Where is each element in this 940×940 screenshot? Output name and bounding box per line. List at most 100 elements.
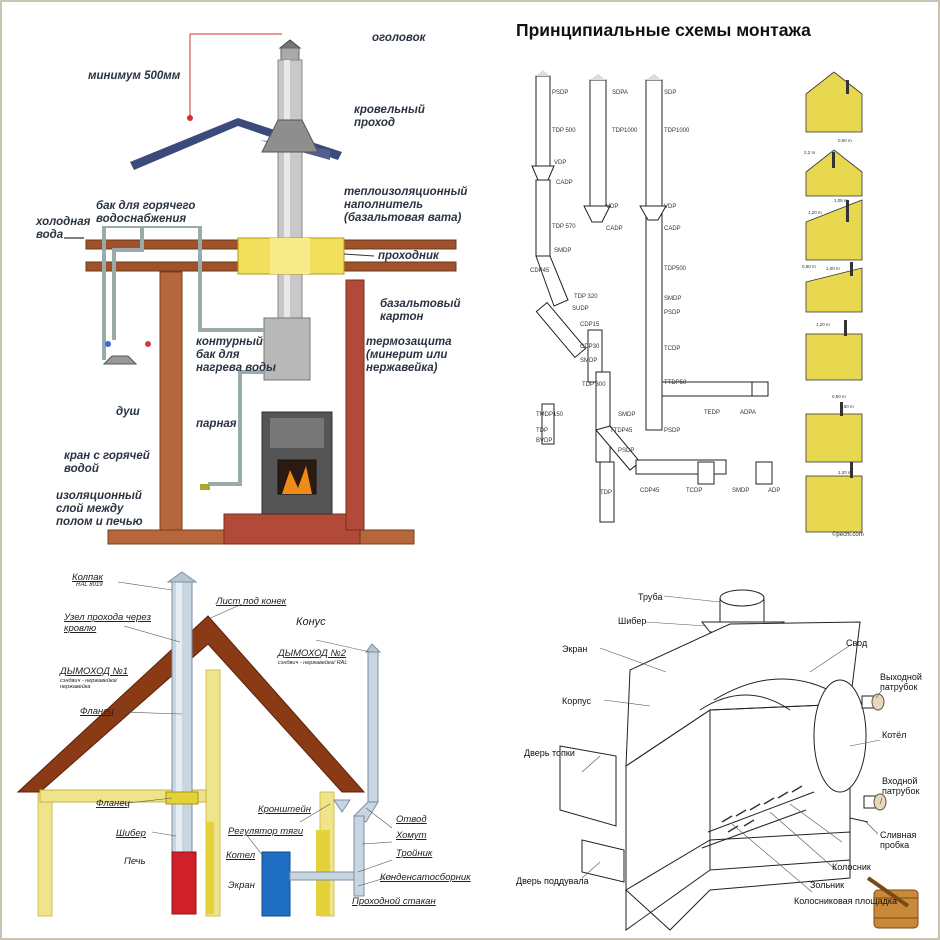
brick-base — [223, 513, 361, 545]
part-code-label: TCDP — [686, 488, 703, 494]
label-cone: Конус — [296, 616, 326, 628]
credit-text: ©pechi.com — [832, 532, 864, 538]
part-code-label: VDP — [554, 160, 567, 166]
stove-drawing — [559, 589, 919, 931]
label-regulator: Регулятор тяги — [228, 826, 304, 837]
dimension-label: 1,00 m — [826, 266, 840, 271]
label-chimney-2-sub: сэндвич - нержавейка/ RAL — [278, 660, 348, 666]
part-code-label: SDPA — [612, 90, 628, 96]
dimension-label: 1,20 m — [808, 210, 822, 215]
label-boiler-p4: Котёл — [882, 730, 907, 740]
part-code-label: TCDP — [664, 346, 681, 352]
label-steam-room: парная — [196, 418, 237, 430]
part-code-label: CDP30 — [580, 344, 600, 350]
house-chimneys-diagram: Колпак RAL 8019 Лист под конек Узел прох… — [0, 560, 471, 936]
label-screen: Экран — [228, 880, 255, 891]
part-code-label: ADPA — [740, 410, 756, 416]
house-scheme-1 — [805, 71, 863, 133]
part-code-label: SMDP — [554, 248, 572, 254]
part-code-label: PSDP — [618, 448, 635, 454]
house-scheme-6 — [805, 413, 863, 463]
dimension-label: 1,20 m — [838, 470, 852, 475]
house-scheme-7 — [805, 475, 863, 533]
house-scheme-4 — [805, 267, 863, 313]
label-stove: Печь — [124, 856, 146, 867]
label-ash-door: Дверь поддувала — [516, 876, 589, 886]
label-min-height: минимум 500мм — [88, 70, 181, 82]
part-code-label: TDP 500 — [552, 128, 576, 134]
mounting-schemes: Принципиальные схемы монтажа — [470, 0, 936, 560]
dimension-label: 1,05 m — [834, 198, 848, 203]
log-wall — [159, 271, 183, 545]
firebox-door — [559, 745, 617, 827]
label-pipe-p4: Труба — [638, 592, 663, 602]
part-code-label: TDP1000 — [664, 128, 690, 134]
label-cap-p3: Колпак — [72, 572, 104, 583]
part-code-label: TDP — [536, 428, 548, 434]
label-cap: оголовок — [372, 32, 426, 44]
house-scheme-2 — [805, 149, 863, 197]
part-code-label: PSDP — [552, 90, 569, 96]
part-code-label: TMDP150 — [536, 412, 564, 418]
roof-pass-cone — [261, 119, 319, 153]
label-chimney-1: ДЫМОХОД №1 — [60, 666, 129, 677]
part-code-label: CDP15 — [580, 322, 600, 328]
label-ash-pit: Зольник — [810, 880, 845, 890]
label-ceiling-pass: проходник — [378, 250, 439, 262]
contour-tank — [263, 317, 311, 381]
bucket-ladle-icon — [866, 876, 919, 929]
house-scheme-5 — [805, 333, 863, 381]
part-code-label: TDP500 — [664, 266, 687, 272]
pipe-right — [645, 79, 663, 431]
part-code-label: TDP 300 — [582, 382, 606, 388]
dimension-dot — [187, 115, 193, 121]
part-code-label: CDP45 — [530, 268, 550, 274]
label-cold-water: холодная вода — [36, 216, 91, 241]
label-cap-sub: RAL 8019 — [76, 582, 103, 588]
dimension-label: 0,50 m — [832, 394, 846, 399]
label-drain-plug: Сливная пробка — [880, 830, 917, 850]
label-boiler: Котел — [226, 850, 256, 861]
part-code-label: PSDP — [664, 310, 681, 316]
label-heat-shield: термозащита (минерит или нержавейка) — [366, 336, 452, 374]
schemes-title: Принципиальные схемы монтажа — [516, 20, 811, 40]
label-shower: душ — [116, 406, 140, 418]
sauna-stove-diagram: оголовок минимум 500мм кровельный проход… — [0, 0, 470, 560]
part-code-label: CADP — [606, 226, 623, 232]
label-inlet: Входной патрубок — [882, 776, 920, 796]
sauna-stove-drawing — [64, 33, 457, 545]
label-elbow: Отвод — [396, 814, 427, 825]
house-drawing — [16, 571, 393, 917]
label-floor-insulation: изоляционный слой между полом и печью — [56, 490, 143, 528]
part-code-label: TDP1000 — [612, 128, 638, 134]
dimension-label: 2,2 m — [804, 150, 816, 155]
dimension-label: 0,50 m — [840, 404, 854, 409]
label-basalt-board: базальтовый картон — [380, 298, 461, 323]
boiler-blue — [261, 851, 291, 917]
part-code-label: SDP — [664, 90, 677, 96]
label-outlet: Выходной патрубок — [880, 672, 922, 692]
label-ridge-sheet: Лист под конек — [216, 596, 287, 607]
label-damper-p4: Шибер — [618, 616, 647, 626]
label-grate-area: Колосниковая площадка — [794, 896, 898, 906]
part-code-label: SMDP — [664, 296, 682, 302]
label-chimney-2: ДЫМОХОД №2 — [278, 648, 347, 659]
label-flange-2: Фланец — [96, 798, 130, 809]
part-code-label: BVDP — [536, 438, 553, 444]
part-code-label: VDP — [664, 204, 677, 210]
part-code-label: TDP 570 — [552, 224, 576, 230]
label-firebox-door: Дверь топки — [524, 748, 575, 758]
label-body: Корпус — [562, 696, 592, 706]
label-hot-tap: кран с горячей водой — [64, 450, 150, 475]
part-code-label: CADP — [556, 180, 573, 186]
part-code-label: TTDP45 — [610, 428, 633, 434]
label-insulation: теплоизоляционный наполнитель (базальтов… — [344, 186, 468, 224]
label-grate: Колосник — [832, 862, 871, 872]
label-roof-node: Узел прохода через кровлю — [64, 612, 152, 634]
stove-structure-diagram: Труба Шибер Экран Свод Корпус Выходной п… — [470, 560, 936, 936]
dimension-label: 1,20 m — [816, 322, 830, 327]
part-code-label: SMDP — [580, 358, 598, 364]
label-tee: Тройник — [396, 848, 433, 859]
label-hot-tank: бак для горячего водоснабжения — [96, 200, 208, 226]
label-damper: Шибер — [116, 828, 146, 839]
